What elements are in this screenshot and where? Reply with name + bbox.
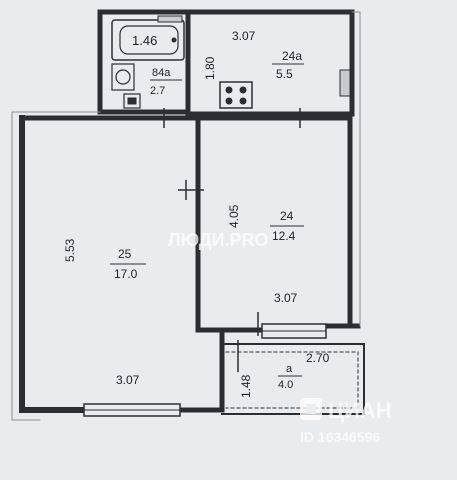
kitchen-walls xyxy=(185,9,355,117)
watermark-id: ID 16346596 xyxy=(300,429,380,445)
walls xyxy=(11,9,365,421)
bedroom-width-label: 3.07 xyxy=(274,291,298,305)
kitchen-depth-label: 1.80 xyxy=(203,56,217,80)
washbasin xyxy=(111,63,135,91)
door-marks xyxy=(163,108,301,372)
living-room-width-label: 3.07 xyxy=(116,373,140,387)
bathtub xyxy=(111,19,185,61)
balcony-outline xyxy=(221,343,365,415)
washbasin-bowl-icon xyxy=(115,69,131,85)
toilet-room-area: 2.7 xyxy=(150,85,165,97)
burner-icon xyxy=(225,97,233,105)
frame-line-left xyxy=(11,111,41,421)
balcony-depth-label: 1.48 xyxy=(239,374,253,398)
toilet xyxy=(123,93,141,109)
bedroom-depth-label: 4.05 xyxy=(227,204,241,228)
living-room-number: 25 xyxy=(118,247,132,261)
bathtub-drain-icon xyxy=(171,37,177,43)
kitchen-width-label: 3.07 xyxy=(232,29,256,43)
toilet-room-number: 84a xyxy=(152,67,171,79)
frame-line-right xyxy=(351,11,361,327)
bathtub-length-label: 1.46 xyxy=(132,33,157,48)
stove xyxy=(219,81,253,109)
living-room-area: 17.0 xyxy=(114,267,138,281)
fixtures xyxy=(111,15,351,109)
living-room-lower-wall xyxy=(177,329,225,413)
bathtub-inner xyxy=(119,25,179,55)
watermarks: ЛЮДИ.PRO ЦИАН ID 16346596 xyxy=(168,230,392,445)
balcony-number: a xyxy=(286,363,293,375)
bedroom-area: 12.4 xyxy=(272,229,296,243)
cian-logo-icon xyxy=(300,398,322,420)
vent-duct xyxy=(339,69,351,97)
balcony-width-label: 2.70 xyxy=(306,351,330,365)
kitchen-area: 5.5 xyxy=(276,67,293,81)
room-labels: 1.46 84a 2.7 3.07 1.80 24a 5.5 5.53 25 1… xyxy=(63,29,330,398)
watermark-brand: ЦИАН xyxy=(328,398,392,423)
living-room-depth-label: 5.53 xyxy=(63,238,77,262)
watermark-center: ЛЮДИ.PRO xyxy=(168,230,269,250)
burner-icon xyxy=(239,86,247,94)
balcony-area: 4.0 xyxy=(278,379,293,391)
burner-icon xyxy=(239,97,247,105)
balcony-inner-line xyxy=(225,351,359,409)
burner-icon xyxy=(225,86,233,94)
bedroom-number: 24 xyxy=(280,209,294,223)
bedroom-walls xyxy=(195,115,353,329)
toilet-bowl-icon xyxy=(127,97,137,105)
windows xyxy=(83,323,327,417)
vent-duct xyxy=(157,15,183,23)
kitchen-number: 24a xyxy=(282,49,302,63)
living-room-outer-wall xyxy=(19,115,87,413)
